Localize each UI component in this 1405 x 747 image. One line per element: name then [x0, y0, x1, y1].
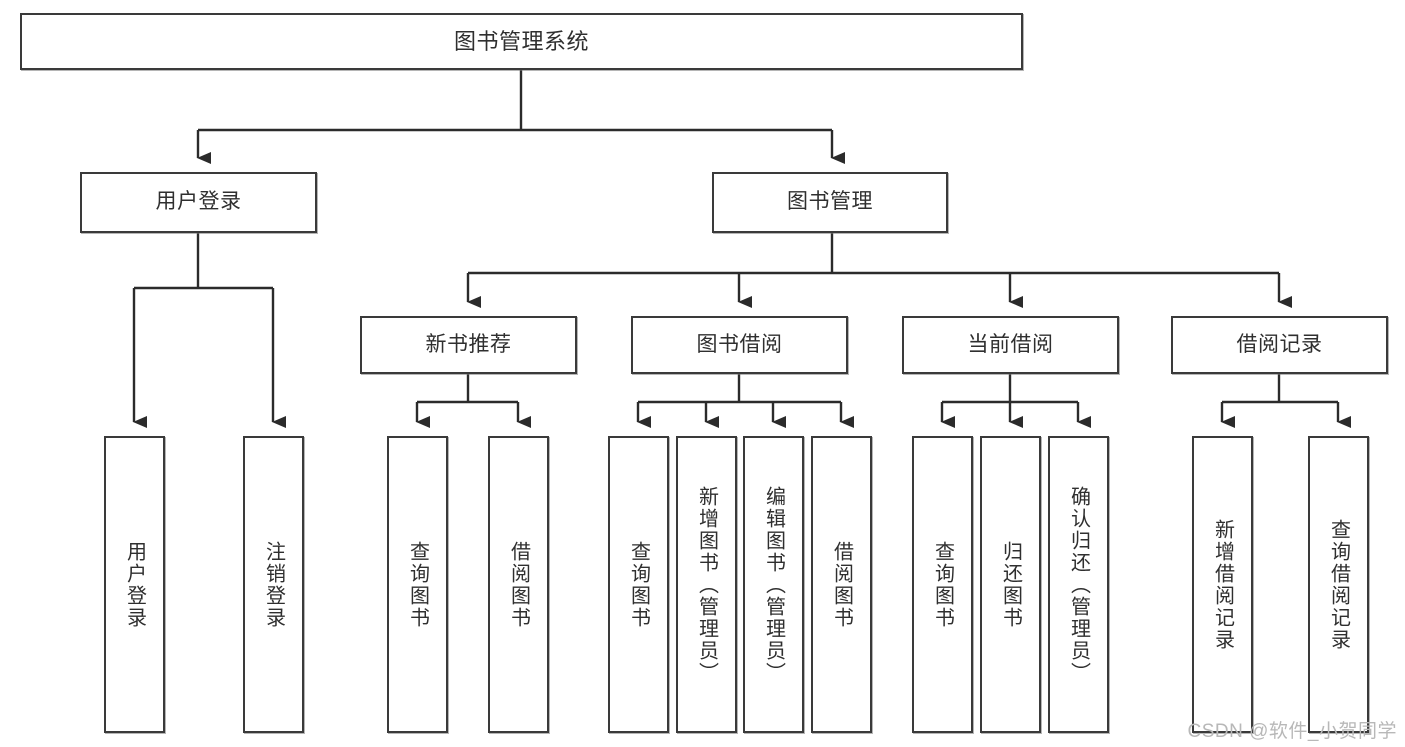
node-leaf-newbooks-query-label: 查询图书 [406, 540, 429, 629]
node-leaf-logout[interactable]: 注销登录 [243, 436, 304, 733]
node-root-label: 图书管理系统 [453, 28, 589, 54]
watermark: CSDN @软件_小贺同学 [1187, 721, 1397, 742]
node-leaf-bookborrow-borrow-label: 借阅图书 [830, 540, 853, 629]
node-current-borrow-label: 当前借阅 [967, 332, 1054, 356]
node-new-books[interactable]: 新书推荐 [360, 316, 577, 374]
node-new-books-label: 新书推荐 [425, 332, 512, 356]
node-leaf-currentborrow-query[interactable]: 查询图书 [912, 436, 973, 733]
node-leaf-newbooks-borrow[interactable]: 借阅图书 [488, 436, 549, 733]
node-leaf-currentborrow-return[interactable]: 归还图书 [980, 436, 1041, 733]
node-leaf-bookborrow-add[interactable]: 新增图书（管理员） [676, 436, 737, 733]
node-leaf-currentborrow-return-label: 归还图书 [999, 540, 1022, 629]
node-leaf-records-query[interactable]: 查询借阅记录 [1308, 436, 1369, 733]
node-leaf-currentborrow-confirm[interactable]: 确认归还（管理员） [1048, 436, 1109, 733]
node-leaf-records-add-label: 新增借阅记录 [1211, 518, 1234, 651]
node-book-manage-label: 图书管理 [787, 190, 873, 214]
node-book-manage[interactable]: 图书管理 [712, 172, 948, 233]
node-current-borrow[interactable]: 当前借阅 [902, 316, 1119, 374]
node-leaf-records-query-label: 查询借阅记录 [1327, 518, 1350, 651]
node-book-borrow-label: 图书借阅 [696, 332, 783, 356]
node-leaf-bookborrow-query[interactable]: 查询图书 [608, 436, 669, 733]
node-leaf-logout-label: 注销登录 [262, 540, 285, 629]
node-leaf-bookborrow-query-label: 查询图书 [627, 540, 650, 629]
node-leaf-bookborrow-edit[interactable]: 编辑图书（管理员） [743, 436, 804, 733]
node-borrow-records[interactable]: 借阅记录 [1171, 316, 1388, 374]
node-leaf-newbooks-borrow-label: 借阅图书 [507, 540, 530, 629]
node-root[interactable]: 图书管理系统 [20, 13, 1023, 70]
node-user-login-label: 用户登录 [155, 190, 242, 214]
node-user-login[interactable]: 用户登录 [80, 172, 317, 233]
node-leaf-currentborrow-query-label: 查询图书 [931, 540, 954, 629]
node-book-borrow[interactable]: 图书借阅 [631, 316, 848, 374]
node-leaf-bookborrow-add-label: 新增图书（管理员） [695, 485, 718, 684]
node-leaf-records-add[interactable]: 新增借阅记录 [1192, 436, 1253, 733]
node-leaf-user-login-label: 用户登录 [123, 540, 146, 629]
node-leaf-currentborrow-confirm-label: 确认归还（管理员） [1067, 485, 1090, 684]
node-leaf-bookborrow-borrow[interactable]: 借阅图书 [811, 436, 872, 733]
node-leaf-user-login[interactable]: 用户登录 [104, 436, 165, 733]
node-borrow-records-label: 借阅记录 [1236, 332, 1323, 356]
node-leaf-bookborrow-edit-label: 编辑图书（管理员） [762, 485, 785, 684]
node-leaf-newbooks-query[interactable]: 查询图书 [387, 436, 448, 733]
